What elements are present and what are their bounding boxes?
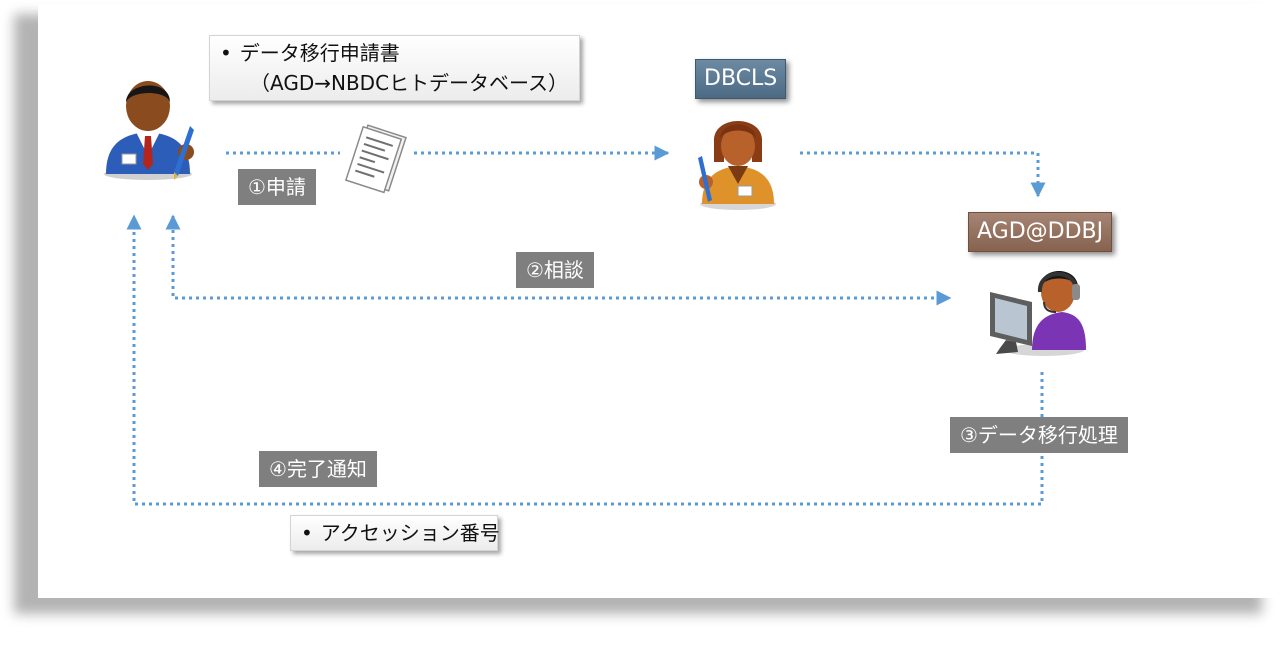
step3-migration-label: ③データ移行処理 <box>950 417 1128 453</box>
agd-ddbj-badge: AGD@DDBJ <box>968 212 1113 252</box>
operator-at-computer-icon <box>990 271 1086 356</box>
paper-document-icon <box>344 124 407 194</box>
step1-apply-label: ①申請 <box>238 169 316 205</box>
application-form-title-line: • データ移行申請書 <box>220 38 565 68</box>
dbcls-badge: DBCLS <box>695 59 787 99</box>
application-form-callout: • データ移行申請書 （AGD→NBDCヒトデータベース） <box>209 35 580 101</box>
bullet: • <box>301 521 313 545</box>
bullet: • <box>220 41 232 65</box>
arrow-dbcls-to-agd <box>800 151 1046 198</box>
application-form-title: データ移行申請書 <box>239 41 400 65</box>
application-form-route: （AGD→NBDCヒトデータベース） <box>250 71 569 95</box>
businessman-with-pen-icon <box>104 81 194 180</box>
step4-notify-label: ④完了通知 <box>259 451 377 487</box>
accession-line: • アクセッション番号 <box>301 518 500 548</box>
step2-consult-label: ②相談 <box>516 252 594 288</box>
accession-number-label: アクセッション番号 <box>320 521 500 545</box>
woman-with-pen-icon <box>698 121 776 210</box>
accession-callout: • アクセッション番号 <box>290 515 500 551</box>
